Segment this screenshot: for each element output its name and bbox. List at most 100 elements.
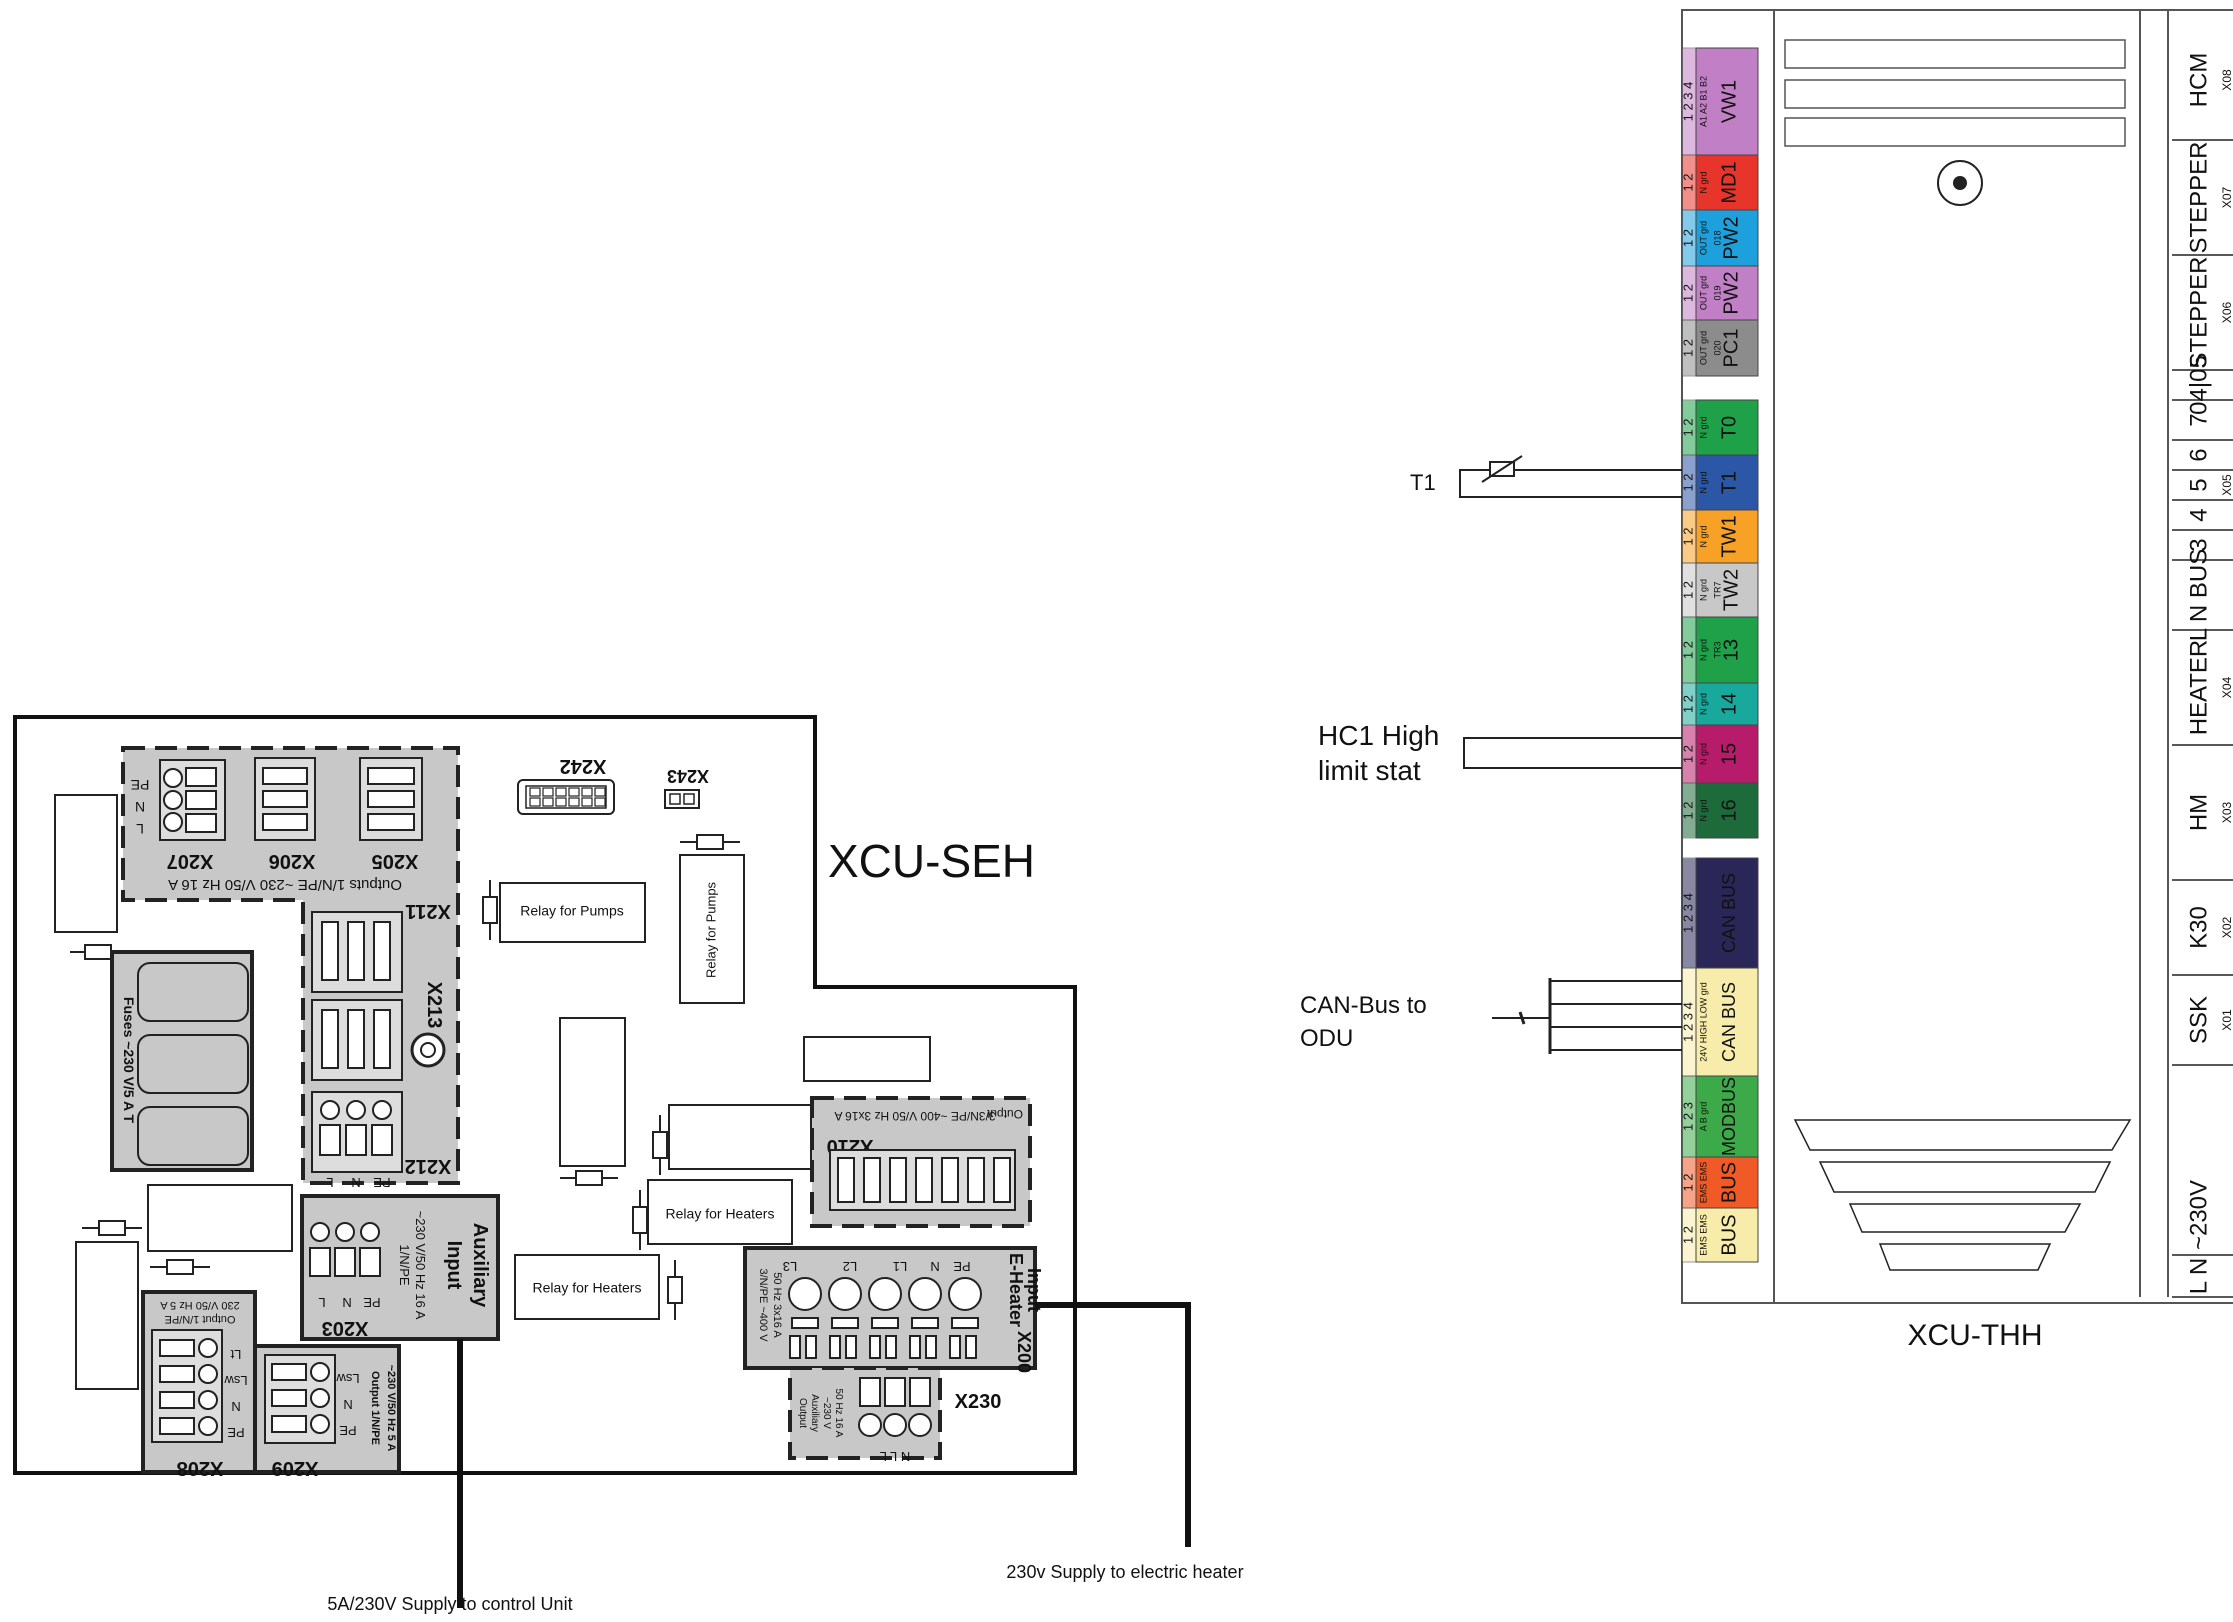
right-label-connector: X02: [2220, 917, 2233, 939]
terminal-pins: 1 2: [1680, 418, 1695, 436]
thermistor-icon: [1481, 455, 1523, 483]
right-label-text: 6: [2185, 448, 2212, 461]
component-box: [54, 794, 118, 933]
right-label-connector: X01: [2220, 1009, 2233, 1031]
x230-spec-4: 50 Hz 16 A: [833, 1389, 844, 1438]
x209-lsw: Lsw: [336, 1371, 360, 1386]
canbus-to-odu: CAN-Bus to ODU: [1300, 978, 1682, 1054]
x203-spec-1: 1/N/PE: [397, 1244, 412, 1286]
right-label-text: 3: [2185, 538, 2212, 551]
x208-label: X208: [177, 1457, 224, 1479]
t1-sensor: T1: [1410, 455, 1682, 498]
terminal-color-block: [1695, 1075, 1759, 1158]
thh-right-label: L N BUS: [2172, 549, 2233, 641]
input-aux-label: Input: [443, 1241, 465, 1290]
terminal-extra: 020: [1712, 340, 1722, 355]
component-box: [668, 1104, 812, 1170]
thh-right-label: HM X03: [2172, 794, 2233, 881]
terminal-color-block: [1695, 724, 1759, 784]
right-label-connector: X08: [2220, 69, 2233, 91]
x203-n: N: [342, 1295, 351, 1310]
right-label-text: 4: [2185, 508, 2212, 521]
heater-supply-cable: [1035, 1302, 1191, 1547]
fuses-block: Fuses ~230 V/5 A T: [110, 950, 254, 1172]
right-label-connector: X03: [2220, 802, 2233, 824]
terminal-label: BUS: [1718, 1214, 1740, 1255]
x206-connector: X206: [254, 757, 316, 872]
terminal-label: 16: [1718, 799, 1740, 821]
terminal-pins: 1 2: [1680, 229, 1695, 247]
supply-heater-label: 230v Supply to electric heater: [1006, 1562, 1243, 1582]
thh-right-label: L N: [2172, 1258, 2233, 1298]
hc1-line2: limit stat: [1318, 755, 1421, 786]
terminal-sub: A1 A2 B1 B2: [1698, 76, 1708, 127]
terminal-label: 15: [1718, 743, 1740, 765]
x203-block: L N PE X203 1/N/PE ~230 V/50 Hz 16 A Inp…: [300, 1194, 500, 1341]
x209-n: N: [343, 1397, 352, 1412]
terminal-pins: 1 2 3 4: [1680, 82, 1695, 122]
right-label-text: HM: [2185, 794, 2212, 831]
component-box: [75, 1241, 139, 1390]
terminal-pins: 1 2: [1680, 641, 1695, 659]
x230-label: X230: [955, 1391, 1002, 1413]
relay-for-heaters-2: [514, 1254, 660, 1320]
right-label-text: STEPPER: [2185, 141, 2212, 253]
terminal-pins: 1 2: [1680, 173, 1695, 191]
terminal-sub: EMS EMS: [1698, 1214, 1708, 1256]
terminal-label: CAN BUS: [1719, 873, 1739, 953]
component-box: [803, 1036, 931, 1082]
relay-for-heaters-1: [647, 1179, 793, 1245]
terminal-color-block: [1695, 1207, 1759, 1263]
x200-spec-2: 50 Hz 3x16 A: [771, 1272, 783, 1338]
terminal-color-block: [1695, 265, 1759, 321]
x209-block: Lsw N PE Output 1/N/PE ~230 V/50 Hz 5 A …: [253, 1344, 401, 1479]
x200-n: N: [930, 1259, 939, 1274]
terminal-extra: 018: [1712, 230, 1722, 245]
x207-label: X207: [167, 850, 214, 872]
x207-n: N: [135, 799, 145, 815]
terminal-sub: N grd: [1698, 525, 1708, 547]
thh-title: XCU-THH: [1908, 1319, 2043, 1352]
terminal-label: TW2: [1720, 569, 1742, 611]
x203-label: X203: [322, 1317, 369, 1339]
terminal-pins: 1 2: [1680, 527, 1695, 545]
right-label-text: HEATER: [2185, 640, 2212, 736]
canbus-line2: ODU: [1300, 1025, 1353, 1052]
terminal-sub: OUT grd: [1698, 221, 1708, 255]
x213-label: X213: [423, 982, 445, 1029]
xcu-seh-board: XCU-SEH PE N L X207 X206: [13, 715, 1244, 1614]
terminal-color-block: [1695, 682, 1759, 726]
x209-label: X209: [272, 1457, 319, 1479]
eheater-input-label: Input: [1024, 1268, 1044, 1312]
x209-spec-1: Output 1/N/PE: [369, 1371, 381, 1445]
x200-pe: PE: [953, 1259, 971, 1274]
terminal-label: TW1: [1718, 515, 1740, 557]
terminal-label: T0: [1718, 416, 1740, 439]
terminal-sub: N grd: [1698, 639, 1708, 661]
x200-l2: L2: [843, 1259, 857, 1274]
x230-pins: N L L: [880, 1449, 911, 1464]
right-label-connector: X04: [2220, 677, 2233, 699]
terminal-color-block: [1695, 319, 1759, 377]
terminal-sub: OUT grd: [1698, 331, 1708, 365]
terminal-label: 14: [1718, 693, 1740, 715]
x211-connector: X211: [311, 900, 451, 993]
terminal-sub: N grd: [1698, 693, 1708, 715]
x211-label: X211: [405, 900, 451, 922]
x200-spec-1: 3/N/PE ~400 V: [757, 1268, 769, 1342]
x210-block: Output 3/3N/PE ~400 V/50 Hz 3x16 A X210: [810, 1096, 1032, 1228]
x207-connector: PE N L X207: [131, 759, 226, 872]
terminal-label: PC1: [1720, 329, 1742, 368]
